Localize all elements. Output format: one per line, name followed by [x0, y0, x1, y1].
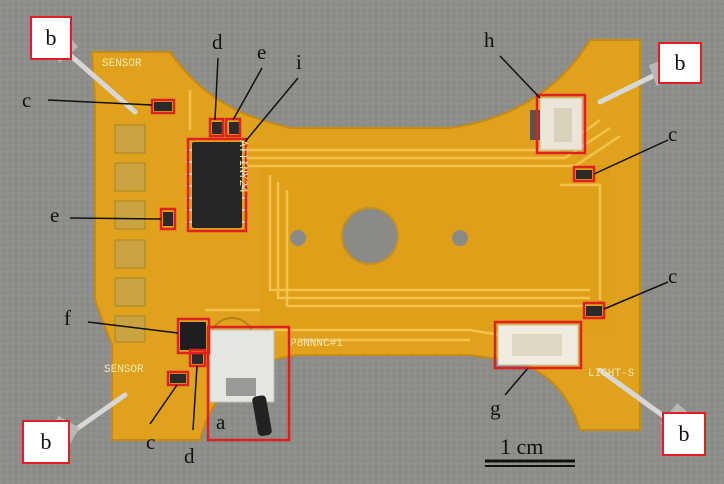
label-i: i [296, 50, 302, 74]
label-c-top-right: c [668, 122, 678, 146]
mounting-hole-left [290, 230, 306, 246]
toggle-switch-base [226, 378, 256, 396]
label-b-bottom-left: b [22, 420, 70, 464]
label-f: f [64, 306, 71, 330]
scale-bar-label: 1 cm [500, 434, 544, 459]
label-d-bottom: d [184, 444, 195, 468]
pcb-silkscreen-sensor-bottom: SENSOR [104, 364, 144, 376]
label-e-top: e [257, 40, 267, 64]
label-b-top-right: b [658, 42, 702, 84]
label-c-right: c [668, 264, 678, 288]
label-c-bottom: c [146, 430, 156, 454]
pcb-silkscreen-sensor-top: SENSOR [102, 58, 142, 70]
label-g: g [490, 396, 501, 420]
pcb-silkscreen-light: LIGHT-S [588, 368, 635, 380]
label-b-top-left: b [30, 16, 72, 60]
label-e-left: e [50, 203, 60, 227]
center-hole [341, 207, 399, 265]
label-b-bottom-right: b [662, 412, 706, 456]
label-h: h [484, 28, 495, 52]
pcb-silkscreen-chip: ATTINY24 [236, 140, 248, 193]
small-chip [180, 322, 206, 350]
toggle-switch-lever [252, 395, 272, 437]
pcb-silkscreen-board-id: P8NNNC#1 [290, 338, 343, 350]
mounting-hole-right [452, 230, 468, 246]
label-c-top-left: c [22, 88, 32, 112]
label-d-top: d [212, 30, 223, 54]
microcontroller-chip [192, 142, 242, 228]
leader-lines [47, 55, 669, 431]
smd-parts [154, 102, 602, 383]
label-a: a [216, 410, 226, 434]
scale-bar-graphic [485, 459, 575, 467]
